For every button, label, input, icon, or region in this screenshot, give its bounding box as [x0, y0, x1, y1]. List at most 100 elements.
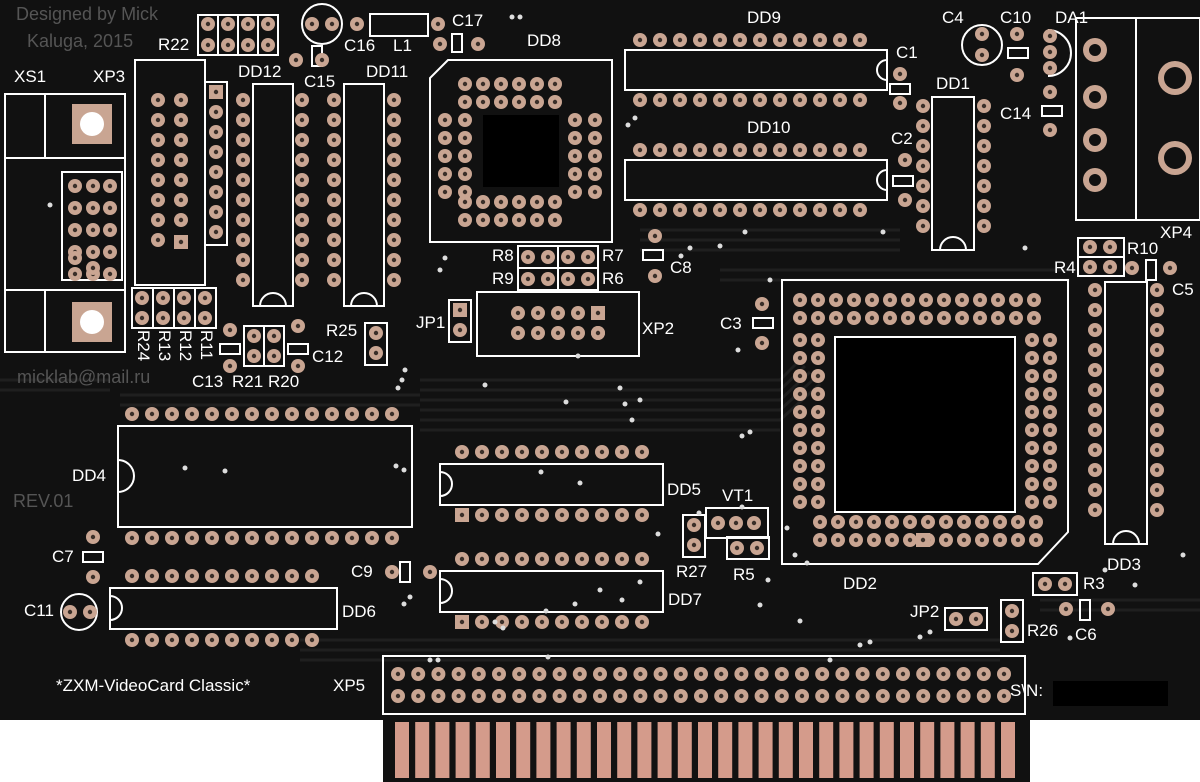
des-c17: C17 [452, 11, 484, 30]
edge-finger [718, 722, 733, 778]
des-dd8: DD8 [527, 31, 562, 50]
edge-finger [475, 722, 490, 778]
des-dd2: DD2 [843, 574, 878, 593]
edge-finger [677, 722, 692, 778]
des-c6: C6 [1075, 625, 1097, 644]
dd2-outline [781, 279, 1069, 565]
edge-finger [799, 722, 813, 778]
des-r8: R8 [492, 246, 514, 265]
des-c3: C3 [720, 314, 742, 333]
des-r21: R21 [232, 372, 264, 391]
des-c13: C13 [192, 372, 224, 391]
edge-connector-fingers [395, 722, 1015, 778]
des-xp2: XP2 [642, 319, 675, 338]
silkscreen [4, 3, 1200, 715]
dd4-outline [117, 425, 413, 528]
edge-finger [980, 722, 995, 778]
edge-finger [617, 722, 632, 778]
edge-finger [940, 722, 955, 778]
dd5-outline [439, 463, 664, 506]
edge-finger [698, 722, 712, 778]
des-c2: C2 [891, 129, 913, 148]
des-c8: C8 [670, 258, 692, 277]
edge-finger [960, 722, 975, 778]
des-r4: R4 [1054, 258, 1076, 277]
des-dd3: DD3 [1107, 555, 1142, 574]
des-c9: C9 [351, 562, 373, 581]
des-r6: R6 [602, 269, 624, 288]
des-dd4: DD4 [72, 466, 107, 485]
edge-finger [516, 722, 531, 778]
des-da1: DA1 [1055, 8, 1089, 27]
des-xp5: XP5 [333, 676, 366, 695]
edge-finger [657, 722, 672, 778]
edge-finger [738, 722, 753, 778]
des-c5: C5 [1172, 280, 1194, 299]
des-r20: R20 [268, 372, 300, 391]
des-dd10: DD10 [747, 118, 791, 137]
des-l1: L1 [393, 36, 412, 55]
des-dd11: DD11 [366, 62, 409, 81]
edge-finger [597, 722, 611, 778]
des-r9: R9 [492, 269, 514, 288]
edge-finger [758, 722, 773, 778]
des-r24: R24 [134, 330, 153, 362]
des-r3: R3 [1083, 574, 1105, 593]
dd12-outline [252, 83, 294, 307]
des-c14: C14 [1000, 104, 1032, 123]
revision-text: REV.01 [13, 491, 74, 511]
edge-finger [556, 722, 571, 778]
xs1-outline [4, 93, 126, 353]
edge-finger [576, 722, 591, 778]
des-vt1: VT1 [722, 486, 754, 505]
xp4-outline [1075, 17, 1200, 221]
des-dd12: DD12 [238, 62, 282, 81]
des-c16: C16 [344, 36, 376, 55]
location-text: Kaluga, 2015 [27, 31, 134, 51]
edge-finger [395, 722, 409, 778]
des-r25: R25 [326, 321, 358, 340]
des-dd1: DD1 [936, 74, 971, 93]
des-r5: R5 [733, 565, 755, 584]
des-dd5: DD5 [667, 480, 702, 499]
des-c12: C12 [312, 347, 344, 366]
des-c7: C7 [52, 547, 74, 566]
edge-finger [839, 722, 854, 778]
des-xp4: XP4 [1160, 223, 1193, 242]
des-dd9: DD9 [747, 8, 782, 27]
dd6-outline [109, 587, 338, 630]
edge-finger [778, 722, 793, 778]
xp5-outline [382, 655, 1026, 715]
des-r7: R7 [602, 246, 624, 265]
edge-finger [435, 722, 450, 778]
edge-finger [415, 722, 430, 778]
edge-finger [536, 722, 551, 778]
des-r11: R11 [197, 330, 216, 360]
dd7-outline [439, 570, 664, 613]
des-r27: R27 [676, 562, 708, 581]
des-c15: C15 [304, 72, 336, 91]
dd1-outline [931, 96, 975, 251]
dd11-outline [343, 83, 385, 307]
edge-finger [920, 722, 935, 778]
des-xs1: XS1 [14, 67, 47, 86]
edge-finger [637, 722, 652, 778]
dd3-outline [1104, 281, 1148, 545]
xp2-outline [476, 291, 640, 357]
des-dd6: DD6 [342, 602, 377, 621]
des-c10: C10 [1000, 8, 1032, 27]
des-jp1: JP1 [416, 313, 446, 332]
email-text: micklab@mail.ru [17, 367, 151, 387]
des-r10: R10 [1127, 239, 1159, 258]
edge-finger [1001, 722, 1015, 778]
edge-finger [819, 722, 834, 778]
dd9-outline [624, 49, 888, 91]
designer-text: Designed by Mick [16, 4, 159, 24]
des-r22: R22 [158, 35, 190, 54]
edge-finger [496, 722, 510, 778]
edge-finger [455, 722, 470, 778]
serial-box [1053, 681, 1168, 706]
des-c1: C1 [896, 43, 918, 62]
dd8-outline [429, 59, 613, 243]
